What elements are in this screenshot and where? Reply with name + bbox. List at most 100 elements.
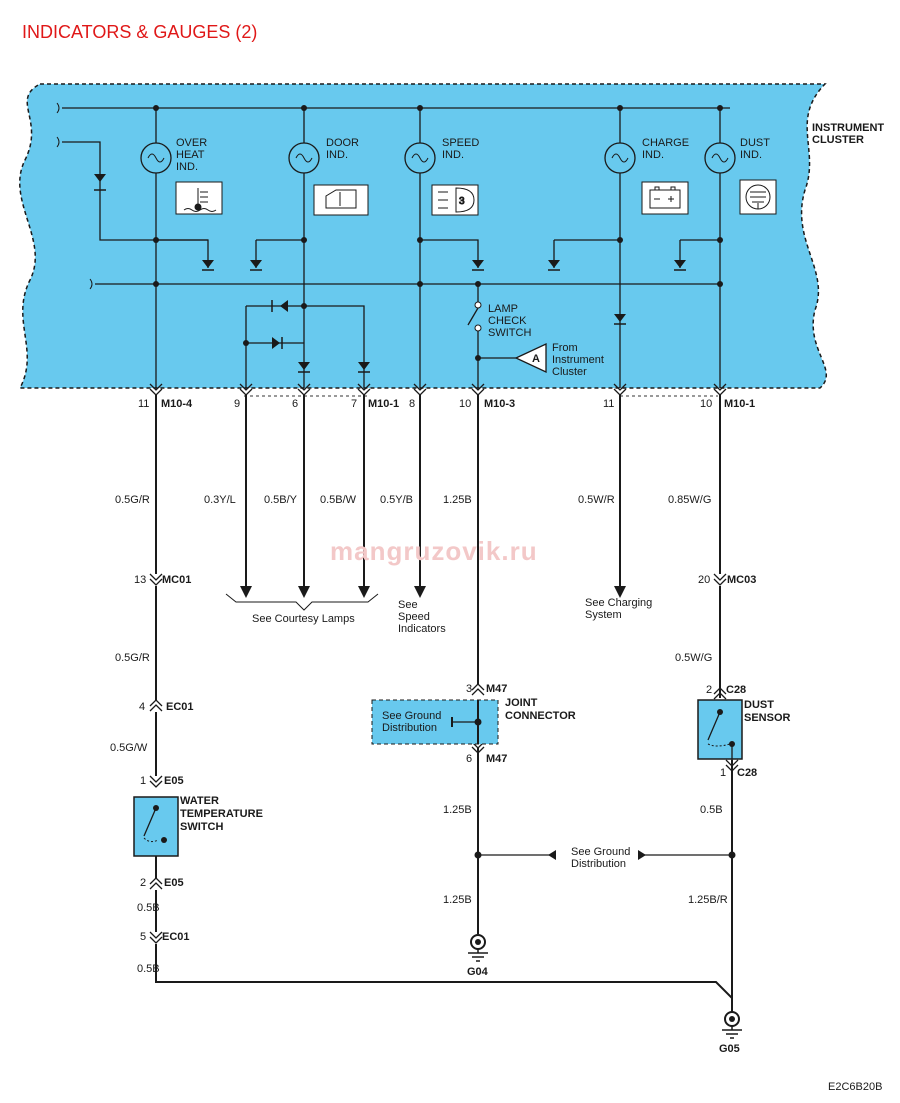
dust-filter-icon xyxy=(745,184,771,210)
svg-text:Cluster: Cluster xyxy=(552,366,587,378)
connector-c28b: C28 xyxy=(737,767,757,779)
pin-8: 8 xyxy=(409,398,415,410)
ground-g04-label: G04 xyxy=(467,966,489,978)
ground-g04-icon: G04 xyxy=(467,934,489,978)
svg-text:SENSOR: SENSOR xyxy=(744,712,791,724)
battery-icon xyxy=(649,186,681,209)
svg-text:IND.: IND. xyxy=(642,149,664,161)
pin-10-m10-3: 10 xyxy=(459,398,471,410)
wire-label: 1.25B xyxy=(443,494,472,506)
svg-text:CONNECTOR: CONNECTOR xyxy=(505,710,576,722)
pin-11: 11 xyxy=(603,398,614,410)
wire-label: 0.5G/W xyxy=(110,742,148,754)
wire-label: 0.5W/G xyxy=(675,652,712,664)
svg-text:A: A xyxy=(532,353,540,365)
svg-text:DOOR: DOOR xyxy=(326,137,359,149)
connector-ec01a: EC01 xyxy=(166,701,194,713)
svg-text:From: From xyxy=(552,342,578,354)
connector-m10-1a: M10-1 xyxy=(368,398,399,410)
connector-mc01: MC01 xyxy=(162,574,191,586)
connector-m47b: M47 xyxy=(486,753,507,765)
ground-reference-arrows xyxy=(474,850,736,860)
open-door-icon xyxy=(325,189,357,209)
svg-text:Instrument: Instrument xyxy=(552,354,604,366)
pin-9: 9 xyxy=(234,398,240,410)
pin-c28a: 2 xyxy=(706,684,712,696)
svg-text:WATER: WATER xyxy=(180,795,219,807)
pin-7: 7 xyxy=(351,398,357,410)
ref-speed-3: Indicators xyxy=(398,623,446,635)
courtesy-brace xyxy=(225,593,379,611)
lamp-charge: CHARGE IND. xyxy=(604,137,689,215)
pin-e05a: 1 xyxy=(140,775,146,787)
svg-text:IND.: IND. xyxy=(740,149,762,161)
svg-text:TEMPERATURE: TEMPERATURE xyxy=(180,808,263,820)
ref-courtesy-lamps: See Courtesy Lamps xyxy=(252,613,355,625)
svg-text:IND.: IND. xyxy=(442,149,464,161)
svg-text:JOINT: JOINT xyxy=(505,697,538,709)
svg-text:IND.: IND. xyxy=(176,161,198,173)
ref-charging-1: See Charging xyxy=(585,597,652,609)
svg-text:DUST: DUST xyxy=(744,699,774,711)
pin-mc01: 13 xyxy=(134,574,146,586)
svg-text:3: 3 xyxy=(459,196,465,207)
svg-text:IND.: IND. xyxy=(326,149,348,161)
wire-label: 1.25B xyxy=(443,804,472,816)
connector-mc03: MC03 xyxy=(727,574,756,586)
pin-c28b: 1 xyxy=(720,767,726,779)
svg-text:SPEED: SPEED xyxy=(442,137,479,149)
svg-text:HEAT: HEAT xyxy=(176,149,205,161)
pin-6: 6 xyxy=(292,398,298,410)
water-temperature-switch: WATER TEMPERATURE SWITCH xyxy=(133,795,263,857)
pin-m47b: 6 xyxy=(466,753,472,765)
connector-m47a: M47 xyxy=(486,683,507,695)
dust-sensor: DUST SENSOR xyxy=(697,699,791,760)
coolant-temperature-icon xyxy=(183,188,217,212)
svg-text:Distribution: Distribution xyxy=(382,722,437,734)
svg-text:CHARGE: CHARGE xyxy=(642,137,689,149)
lamp-check-switch: LAMP CHECK SWITCH xyxy=(467,301,531,339)
pin-m10-4: 11 xyxy=(138,398,149,410)
instrument-cluster-area xyxy=(18,83,827,389)
wire-label: 0.3Y/L xyxy=(204,494,236,506)
ref-speed-2: Speed xyxy=(398,611,430,623)
page-title: INDICATORS & GAUGES (2) xyxy=(22,22,257,42)
ground-g05-label: G05 xyxy=(719,1043,740,1055)
pin-e05b: 2 xyxy=(140,877,146,889)
connector-e05b: E05 xyxy=(164,877,184,889)
diagram-code: E2C6B20B xyxy=(828,1081,882,1093)
wire-label: 0.5B xyxy=(700,804,723,816)
svg-text:LAMP: LAMP xyxy=(488,303,518,315)
pin-ec01b: 5 xyxy=(140,931,146,943)
connector-ec01b: EC01 xyxy=(162,931,190,943)
connector-m10-1b: M10-1 xyxy=(724,398,755,410)
external-wires xyxy=(155,395,733,1012)
cluster-label-2: CLUSTER xyxy=(812,134,864,146)
ref-charging-2: System xyxy=(585,609,622,621)
lamp-speed: SPEED IND. 3 xyxy=(404,137,479,216)
lamp-door: DOOR IND. xyxy=(288,137,369,216)
joint-connector: See Ground Distribution JOINT CONNECTOR xyxy=(371,697,576,745)
connector-c28a: C28 xyxy=(726,684,746,696)
wire-label: 0.5B xyxy=(137,902,160,914)
connector-e05a: E05 xyxy=(164,775,184,787)
svg-text:See Ground: See Ground xyxy=(382,710,441,722)
lamp-over-heat: OVER HEAT IND. xyxy=(140,137,223,215)
cluster-label: INSTRUMENT xyxy=(812,122,884,134)
svg-text:SWITCH: SWITCH xyxy=(488,327,531,339)
svg-text:OVER: OVER xyxy=(176,137,207,149)
ref-ground-mid-2: Distribution xyxy=(571,858,626,870)
connector-m10-4: M10-4 xyxy=(161,398,193,410)
wire-label: 0.5B/Y xyxy=(264,494,298,506)
wire-label: 0.5B/W xyxy=(320,494,357,506)
wire-label: 1.25B/R xyxy=(688,894,728,906)
wire-label: 0.85W/G xyxy=(668,494,711,506)
wire-label: 0.5G/R xyxy=(115,652,150,664)
ref-ground-mid-1: See Ground xyxy=(571,846,630,858)
ground-g05-icon: G05 xyxy=(719,1011,742,1055)
wire-label: 0.5W/R xyxy=(578,494,615,506)
cluster-junctions xyxy=(153,105,723,361)
svg-text:CHECK: CHECK xyxy=(488,315,527,327)
pin-10-m10-1b: 10 xyxy=(700,398,712,410)
